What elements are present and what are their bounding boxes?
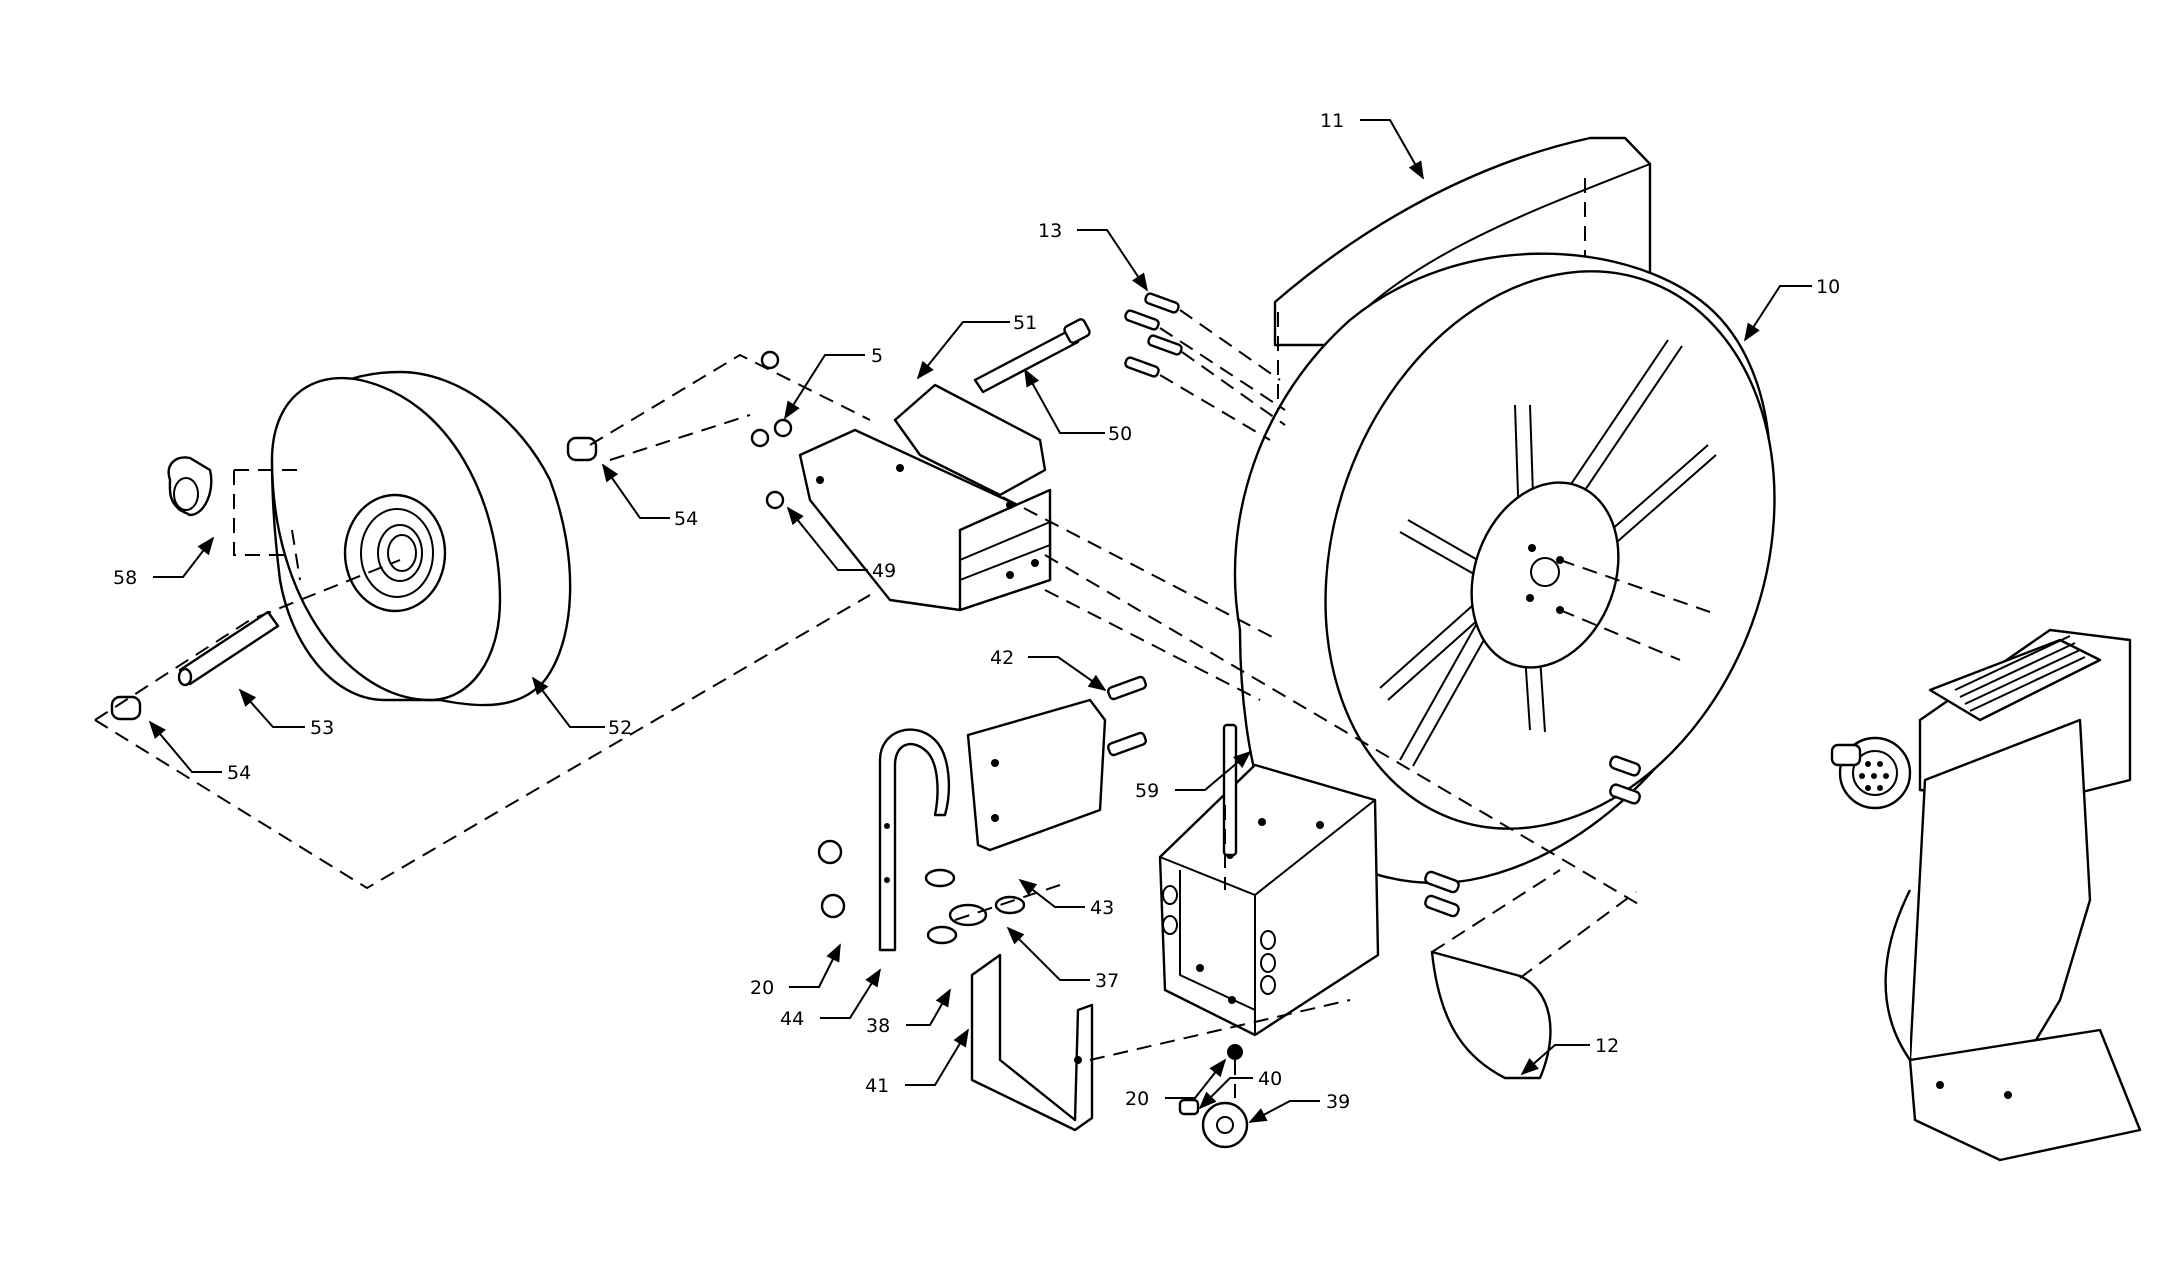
- callout-59: 59: [1135, 780, 1159, 802]
- spacer-54-right: [566, 436, 598, 462]
- hook-44: [878, 728, 951, 952]
- washers-37-38: [924, 868, 1026, 945]
- callout-54-right: 54: [674, 508, 698, 530]
- callout-13: 13: [1038, 220, 1062, 242]
- callout-44: 44: [780, 1008, 804, 1030]
- callout-12: 12: [1595, 1035, 1619, 1057]
- reel-hub: [1470, 481, 1620, 669]
- callout-40: 40: [1258, 1068, 1282, 1090]
- callout-41: 41: [865, 1075, 889, 1097]
- nuts-5-49: [750, 350, 793, 510]
- callout-50: 50: [1108, 423, 1132, 445]
- nuts-20-left: [817, 839, 846, 919]
- callout-54-left: 54: [227, 762, 251, 784]
- bolts-13: [1124, 292, 1286, 441]
- nut-20-lower: [1227, 1044, 1243, 1060]
- callout-52: 52: [608, 717, 632, 739]
- bracket-51: [798, 383, 1052, 612]
- callout-39: 39: [1326, 1091, 1350, 1113]
- callout-10: 10: [1816, 276, 1840, 298]
- callout-49: 49: [872, 560, 896, 582]
- callout-51: 51: [1013, 312, 1037, 334]
- callout-20-left: 20: [750, 977, 774, 999]
- callout-58: 58: [113, 567, 137, 589]
- cover-41: [970, 953, 1094, 1132]
- plate-43: [966, 698, 1107, 852]
- axle-53: [177, 610, 280, 687]
- studs-lower: [1424, 870, 1460, 918]
- callout-38: 38: [866, 1015, 890, 1037]
- electrical-box: [1158, 763, 1380, 1037]
- callout-37: 37: [1095, 970, 1119, 992]
- callout-53: 53: [310, 717, 334, 739]
- callout-20-lower: 20: [1125, 1088, 1149, 1110]
- spacer-54-left: [110, 695, 142, 721]
- callout-11: 11: [1320, 110, 1344, 132]
- wheel-52: [270, 370, 572, 707]
- knob-39: [1201, 1101, 1249, 1149]
- reel-drum-assembly: [1233, 136, 1776, 885]
- motor-unit: [1830, 628, 2142, 1162]
- washer-40: [1178, 1098, 1200, 1116]
- bolts-42: [1107, 675, 1147, 757]
- leader-lines: [148, 119, 1812, 1123]
- rim-studs: [1609, 755, 1641, 805]
- bolt-50: [973, 318, 1091, 394]
- callout-5: 5: [871, 345, 883, 367]
- callout-42: 42: [990, 647, 1014, 669]
- callout-43: 43: [1090, 897, 1114, 919]
- callout-labels: 11 13 10 51 5 50 54 49 58 53 52 54 42 59…: [113, 110, 1840, 1113]
- shroud-segment-12: [1430, 950, 1552, 1080]
- bushing-58: [167, 456, 213, 517]
